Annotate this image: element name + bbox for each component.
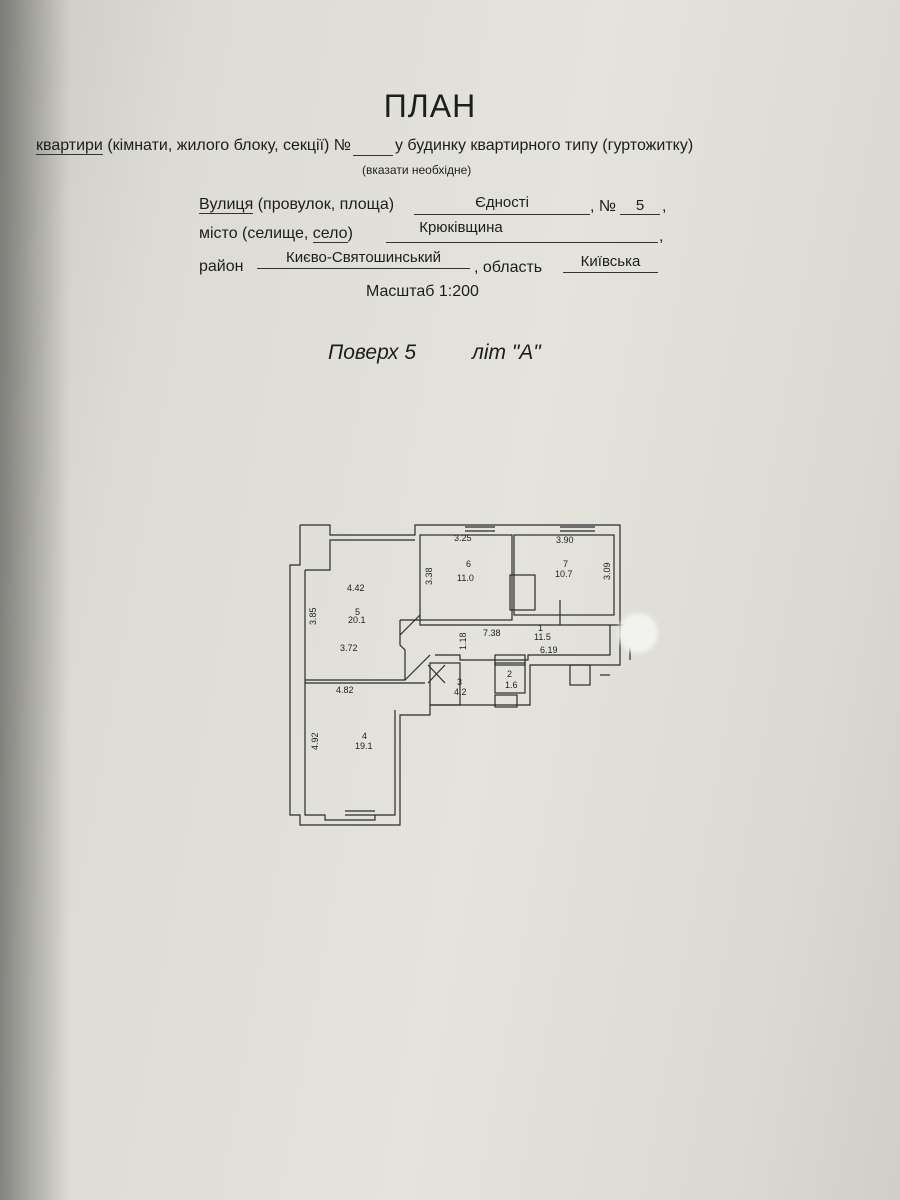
dim-label: 3.90	[556, 535, 574, 545]
room-2-area: 1.6	[505, 680, 518, 690]
comma: ,	[662, 198, 667, 215]
dim-label: 3.25	[454, 533, 472, 543]
number-blank	[352, 137, 393, 156]
house-number-value: 5	[635, 197, 645, 214]
room-5-number: 5	[355, 607, 360, 617]
object-type-line: квартири (кімнати, жилого блоку, секції)…	[36, 137, 693, 156]
floor-plan: 3.25 3.90 6 11.0 7 10.7 4.42 5 20.1 3.72…	[289, 524, 631, 826]
document-title: ПЛАН	[383, 88, 477, 124]
dim-label: 3.38	[424, 567, 434, 585]
dim-label: 3.09	[602, 562, 612, 580]
room-1-number: 1	[538, 623, 543, 633]
dim-label: 4.92	[310, 732, 320, 750]
room-1-area: 11.5	[534, 632, 551, 642]
scale-text: Масштаб 1:200	[366, 283, 479, 300]
street-value: Єдності	[475, 194, 529, 211]
number-underline	[620, 214, 660, 215]
redaction-mark	[618, 613, 658, 653]
region-value: Київська	[580, 253, 641, 270]
comma: ,	[659, 228, 664, 245]
room-5-area: 20.1	[348, 615, 366, 625]
hint-text: (вказати необхідне)	[362, 163, 472, 177]
city-value: Крюківщина	[419, 219, 503, 236]
city-underline	[386, 242, 658, 243]
dim-label: 3.85	[308, 607, 318, 625]
room-7-number: 7	[563, 559, 568, 569]
apartment-word: квартири	[36, 137, 103, 155]
city-label: місто (селище, село)	[199, 225, 353, 243]
region-label: , область	[474, 259, 543, 276]
dim-label: 1.18	[458, 632, 468, 650]
building-type: у будинку квартирного типу (гуртожитку)	[394, 137, 694, 154]
room-2-number: 2	[507, 669, 512, 679]
object-type-options: (кімнати, жилого блоку, секції) №	[102, 137, 351, 154]
room-3-number: 3	[457, 677, 462, 687]
room-3-area: 4.2	[454, 687, 467, 697]
floor-label: Поверх 5	[328, 341, 417, 364]
street-underline	[414, 214, 590, 215]
district-underline	[257, 268, 470, 269]
district-label: район	[199, 258, 244, 275]
room-7-area: 10.7	[555, 569, 573, 579]
room-4-area: 19.1	[355, 741, 373, 751]
dim-label: 4.82	[336, 685, 354, 695]
dim-label: 4.42	[347, 583, 365, 593]
dim-label: 3.72	[340, 643, 358, 653]
street-label: Вулиця (провулок, площа)	[199, 196, 395, 214]
district-value: Києво-Святошинський	[285, 249, 442, 266]
dim-label: 6.19	[540, 645, 558, 655]
dim-label: 7.38	[483, 628, 501, 638]
room-6-area: 11.0	[457, 573, 474, 583]
room-4-number: 4	[362, 731, 367, 741]
room-6-number: 6	[466, 559, 471, 569]
litera-label: літ "А"	[472, 341, 541, 364]
number-label: , №	[590, 198, 617, 215]
region-underline	[563, 272, 658, 273]
